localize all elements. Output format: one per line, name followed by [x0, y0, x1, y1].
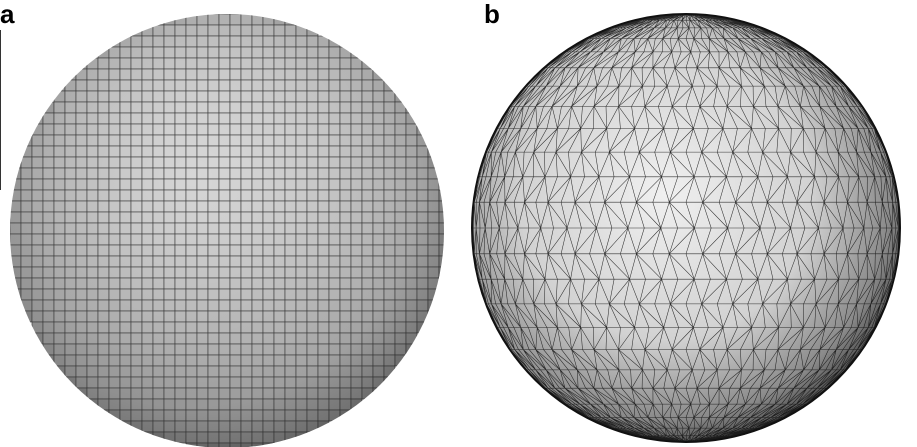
voxel-sphere-image: [10, 14, 444, 447]
mesh-sphere-outline: [471, 13, 901, 443]
panel-b-label: b: [484, 0, 500, 29]
panel-b: b: [462, 0, 917, 447]
voxel-sphere-shading: [10, 14, 444, 447]
mesh-sphere-image: [471, 13, 901, 443]
panel-a-label: a: [0, 0, 15, 29]
panel-a-left-border: [0, 30, 1, 190]
mesh-edges: [472, 14, 900, 442]
panel-a: a: [0, 0, 455, 447]
